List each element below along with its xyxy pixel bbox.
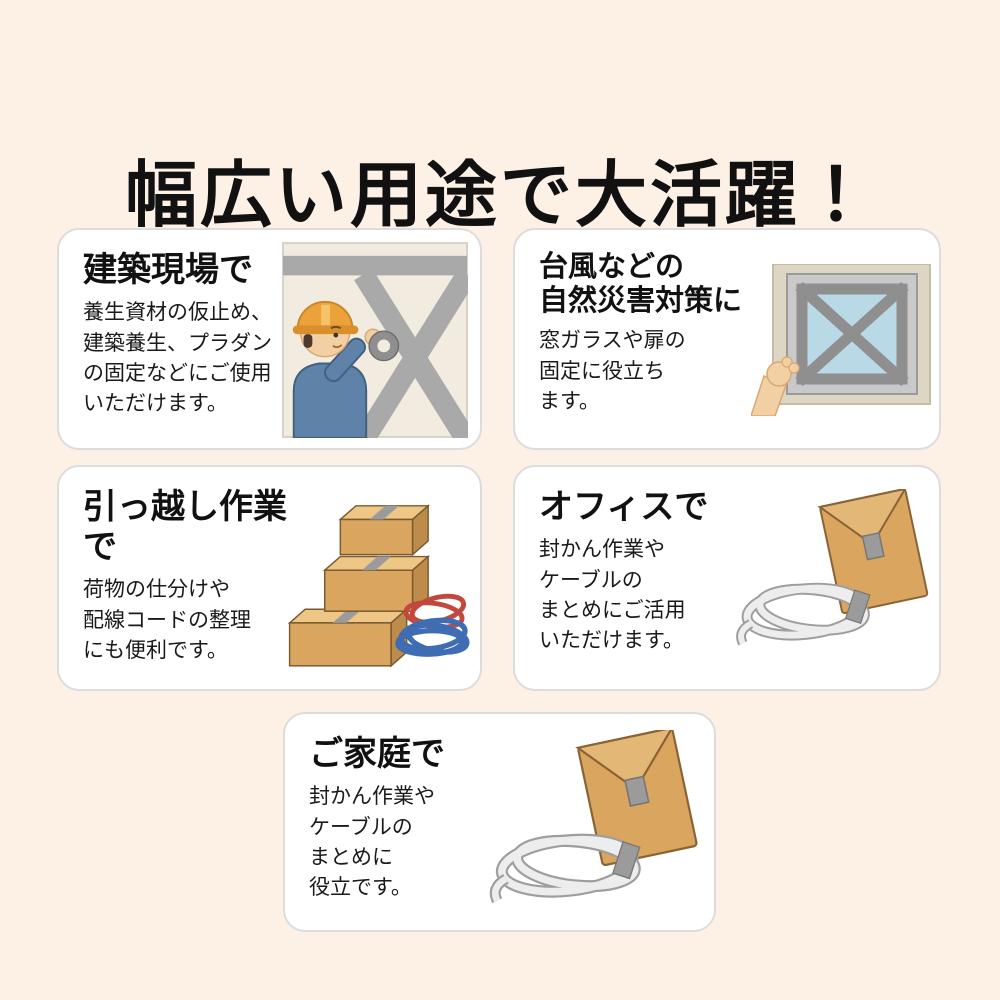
moving-illustration: [274, 483, 474, 675]
envelope-and-cable-icon: [489, 730, 698, 904]
construction-illustration: [282, 242, 468, 438]
hand-icon: [751, 356, 800, 416]
typhoon-illustration: [751, 264, 931, 416]
usage-card-home: ご家庭で 封かん作業や ケーブルの まとめに 役立です。: [283, 712, 716, 932]
card-text-block: 建築現場で 養生資材の仮止め、 建築養生、プラダン の固定などにご使用 いただけ…: [83, 250, 289, 420]
card-heading: 引っ越し作業で: [83, 488, 287, 567]
usage-card-moving: 引っ越し作業で 荷物の仕分けや 配線コードの整理 にも便利です。: [57, 465, 482, 691]
hand-taping-window-icon: [751, 264, 931, 416]
cable-coil-icon: [489, 833, 641, 904]
cable-coil-icon: [736, 582, 871, 646]
card-text-block: オフィスで 封かん作業や ケーブルの まとめにご活用 いただけます。: [539, 487, 747, 657]
tape-clasp: [624, 775, 650, 808]
envelope-and-cable-icon: [736, 489, 929, 646]
blue-cable-coil-icon: [395, 617, 470, 657]
tape-strip-horizontal: [282, 255, 468, 276]
tape-x-on-window: [795, 281, 909, 387]
usage-card-typhoon: 台風などの 自然災害対策に 窓ガラスや扉の 固定に役立ち ます。: [513, 228, 941, 450]
card-body: 窓ガラスや扉の 固定に役立ち ます。: [539, 329, 686, 414]
card-body: 荷物の仕分けや 配線コードの整理 にも便利です。: [83, 578, 251, 663]
card-body: 養生資材の仮止め、 建築養生、プラダン の固定などにご使用 いただけます。: [83, 301, 272, 416]
envelope-icon: [817, 489, 929, 614]
usage-card-construction: 建築現場で 養生資材の仮止め、 建築養生、プラダン の固定などにご使用 いただけ…: [57, 228, 482, 450]
worker-taping-panel-icon: [282, 242, 468, 438]
cardboard-boxes-icon: [287, 504, 431, 668]
card-heading: 建築現場で: [83, 251, 253, 289]
card-text-block: 台風などの 自然災害対策に 窓ガラスや扉の 固定に役立ち ます。: [539, 250, 771, 418]
tape-clasp: [861, 532, 885, 561]
card-heading: オフィスで: [539, 488, 709, 526]
office-illustration: [725, 489, 933, 661]
tape-band: [612, 841, 641, 880]
worker-icon: [292, 300, 400, 438]
page-title: 幅広い用途で大活躍！: [124, 156, 875, 237]
home-illustration: [470, 730, 706, 916]
card-text-block: ご家庭で 封かん作業や ケーブルの まとめに 役立です。: [309, 734, 477, 904]
boxes-and-cables-icon: [287, 504, 470, 668]
card-heading: 台風などの 自然災害対策に: [539, 251, 743, 318]
card-text-block: 引っ越し作業で 荷物の仕分けや 配線コードの整理 にも便利です。: [83, 487, 299, 667]
card-body: 封かん作業や ケーブルの まとめに 役立です。: [309, 785, 435, 900]
tape-band: [844, 589, 871, 625]
card-body: 封かん作業や ケーブルの まとめにご活用 いただけます。: [539, 538, 686, 653]
tape-x-on-panel: [354, 268, 468, 438]
card-heading: ご家庭で: [309, 735, 445, 773]
envelope-icon: [575, 730, 698, 867]
usage-card-office: オフィスで 封かん作業や ケーブルの まとめにご活用 いただけます。: [513, 465, 941, 691]
